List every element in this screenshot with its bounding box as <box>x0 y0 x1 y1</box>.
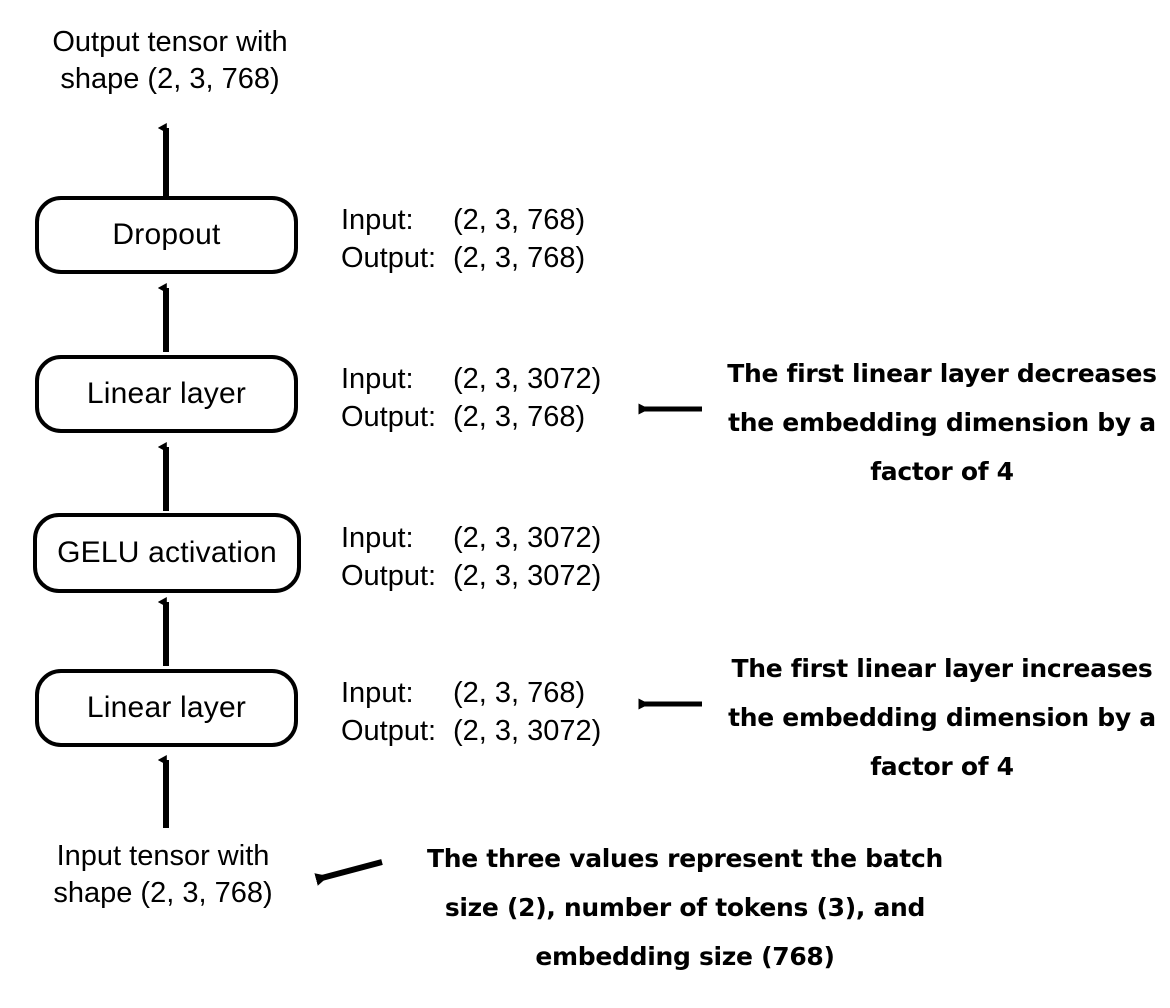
io-spec-dropout-output-value: (2, 3, 768) <box>453 242 586 275</box>
input-tensor-caption: Input tensor with shape (2, 3, 768) <box>53 840 273 910</box>
io-spec-dropout-input-label: Input: <box>341 204 414 236</box>
io-spec-gelu-input-value: (2, 3, 3072) <box>453 522 602 554</box>
io-spec-linear-first-input-value: (2, 3, 768) <box>453 677 586 709</box>
node-gelu-activation[interactable]: GELU activation <box>33 513 301 593</box>
node-linear-layer-first[interactable]: Linear layer <box>35 669 298 747</box>
io-spec-linear-first-output-label: Output: <box>341 715 437 748</box>
io-spec-gelu-input-label: Input: <box>341 522 414 554</box>
io-spec-gelu-output-label: Output: <box>341 560 437 593</box>
io-spec-linear-second-input-label: Input: <box>341 363 414 395</box>
io-spec-gelu-input-row: Input: (2, 3, 3072) <box>341 519 601 557</box>
io-spec-linear-first-output-value: (2, 3, 3072) <box>453 715 602 748</box>
io-spec-linear-second-output-value: (2, 3, 768) <box>453 401 586 434</box>
io-spec-dropout-output-label: Output: <box>341 242 437 275</box>
io-spec-linear-second: Input: (2, 3, 3072) Output: (2, 3, 768) <box>341 360 601 437</box>
io-spec-linear-first-input-label: Input: <box>341 677 414 709</box>
io-spec-linear-first-input-row: Input: (2, 3, 768) <box>341 674 601 712</box>
arrow-shape-note <box>314 859 383 886</box>
annotation-decrease-note: The first linear layer decreases the emb… <box>727 359 1157 486</box>
io-spec-gelu-output-value: (2, 3, 3072) <box>453 560 602 593</box>
node-dropout[interactable]: Dropout <box>35 196 298 274</box>
annotation-shape-note: The three values represent the batch siz… <box>427 844 943 971</box>
io-spec-linear-first: Input: (2, 3, 768) Output: (2, 3, 3072) <box>341 674 601 751</box>
node-dropout-label: Dropout <box>112 218 221 251</box>
node-gelu-activation-label: GELU activation <box>57 536 277 569</box>
io-spec-gelu: Input: (2, 3, 3072) Output: (2, 3, 3072) <box>341 519 601 596</box>
io-spec-dropout-input-row: Input: (2, 3, 768) <box>341 201 585 239</box>
io-spec-linear-second-output-row: Output: (2, 3, 768) <box>341 398 601 436</box>
io-spec-linear-first-output-row: Output: (2, 3, 3072) <box>341 712 601 750</box>
io-spec-linear-second-input-value: (2, 3, 3072) <box>453 363 602 395</box>
node-linear-layer-first-label: Linear layer <box>86 691 247 724</box>
output-tensor-caption: Output tensor with shape (2, 3, 768) <box>52 26 288 96</box>
io-spec-dropout: Input: (2, 3, 768) Output: (2, 3, 768) <box>341 201 585 278</box>
annotation-increase-note: The first linear layer increases the emb… <box>728 654 1156 781</box>
io-spec-linear-second-input-row: Input: (2, 3, 3072) <box>341 360 601 398</box>
io-spec-linear-second-output-label: Output: <box>341 401 437 434</box>
io-spec-gelu-output-row: Output: (2, 3, 3072) <box>341 557 601 595</box>
io-spec-dropout-input-value: (2, 3, 768) <box>453 204 586 236</box>
io-spec-dropout-output-row: Output: (2, 3, 768) <box>341 239 585 277</box>
node-linear-layer-second[interactable]: Linear layer <box>35 355 298 433</box>
node-linear-layer-second-label: Linear layer <box>86 377 247 410</box>
